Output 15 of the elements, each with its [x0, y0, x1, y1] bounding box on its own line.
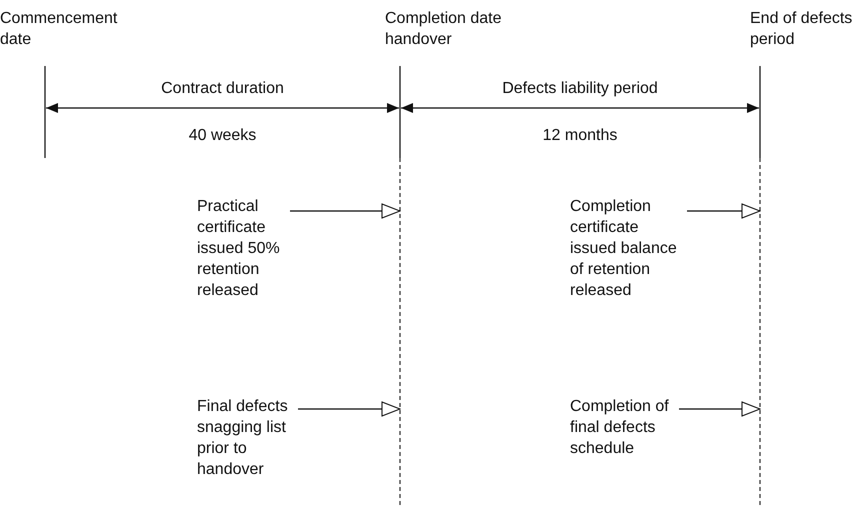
arrow	[687, 204, 760, 218]
arrow	[290, 204, 400, 218]
period-label: Contract duration	[160, 79, 285, 99]
milestone-note: Completion certificate issued balance of retention released	[570, 196, 680, 301]
milestone-label: End of defects period	[750, 9, 854, 50]
milestone-label: Completion date handover	[385, 9, 503, 50]
milestone-note: Completion of final defects schedule	[570, 396, 680, 459]
milestone-note: Practical certificate issued 50% retention released	[197, 196, 315, 301]
arrow	[679, 402, 760, 416]
milestone-label: Commencement date	[0, 9, 118, 50]
milestone-note: Final defects snagging list prior to handover	[197, 396, 315, 480]
duration-label: 12 months	[542, 126, 618, 146]
period-label: Defects liability period	[501, 79, 659, 99]
duration-label: 40 weeks	[188, 126, 258, 146]
arrow	[298, 402, 400, 416]
